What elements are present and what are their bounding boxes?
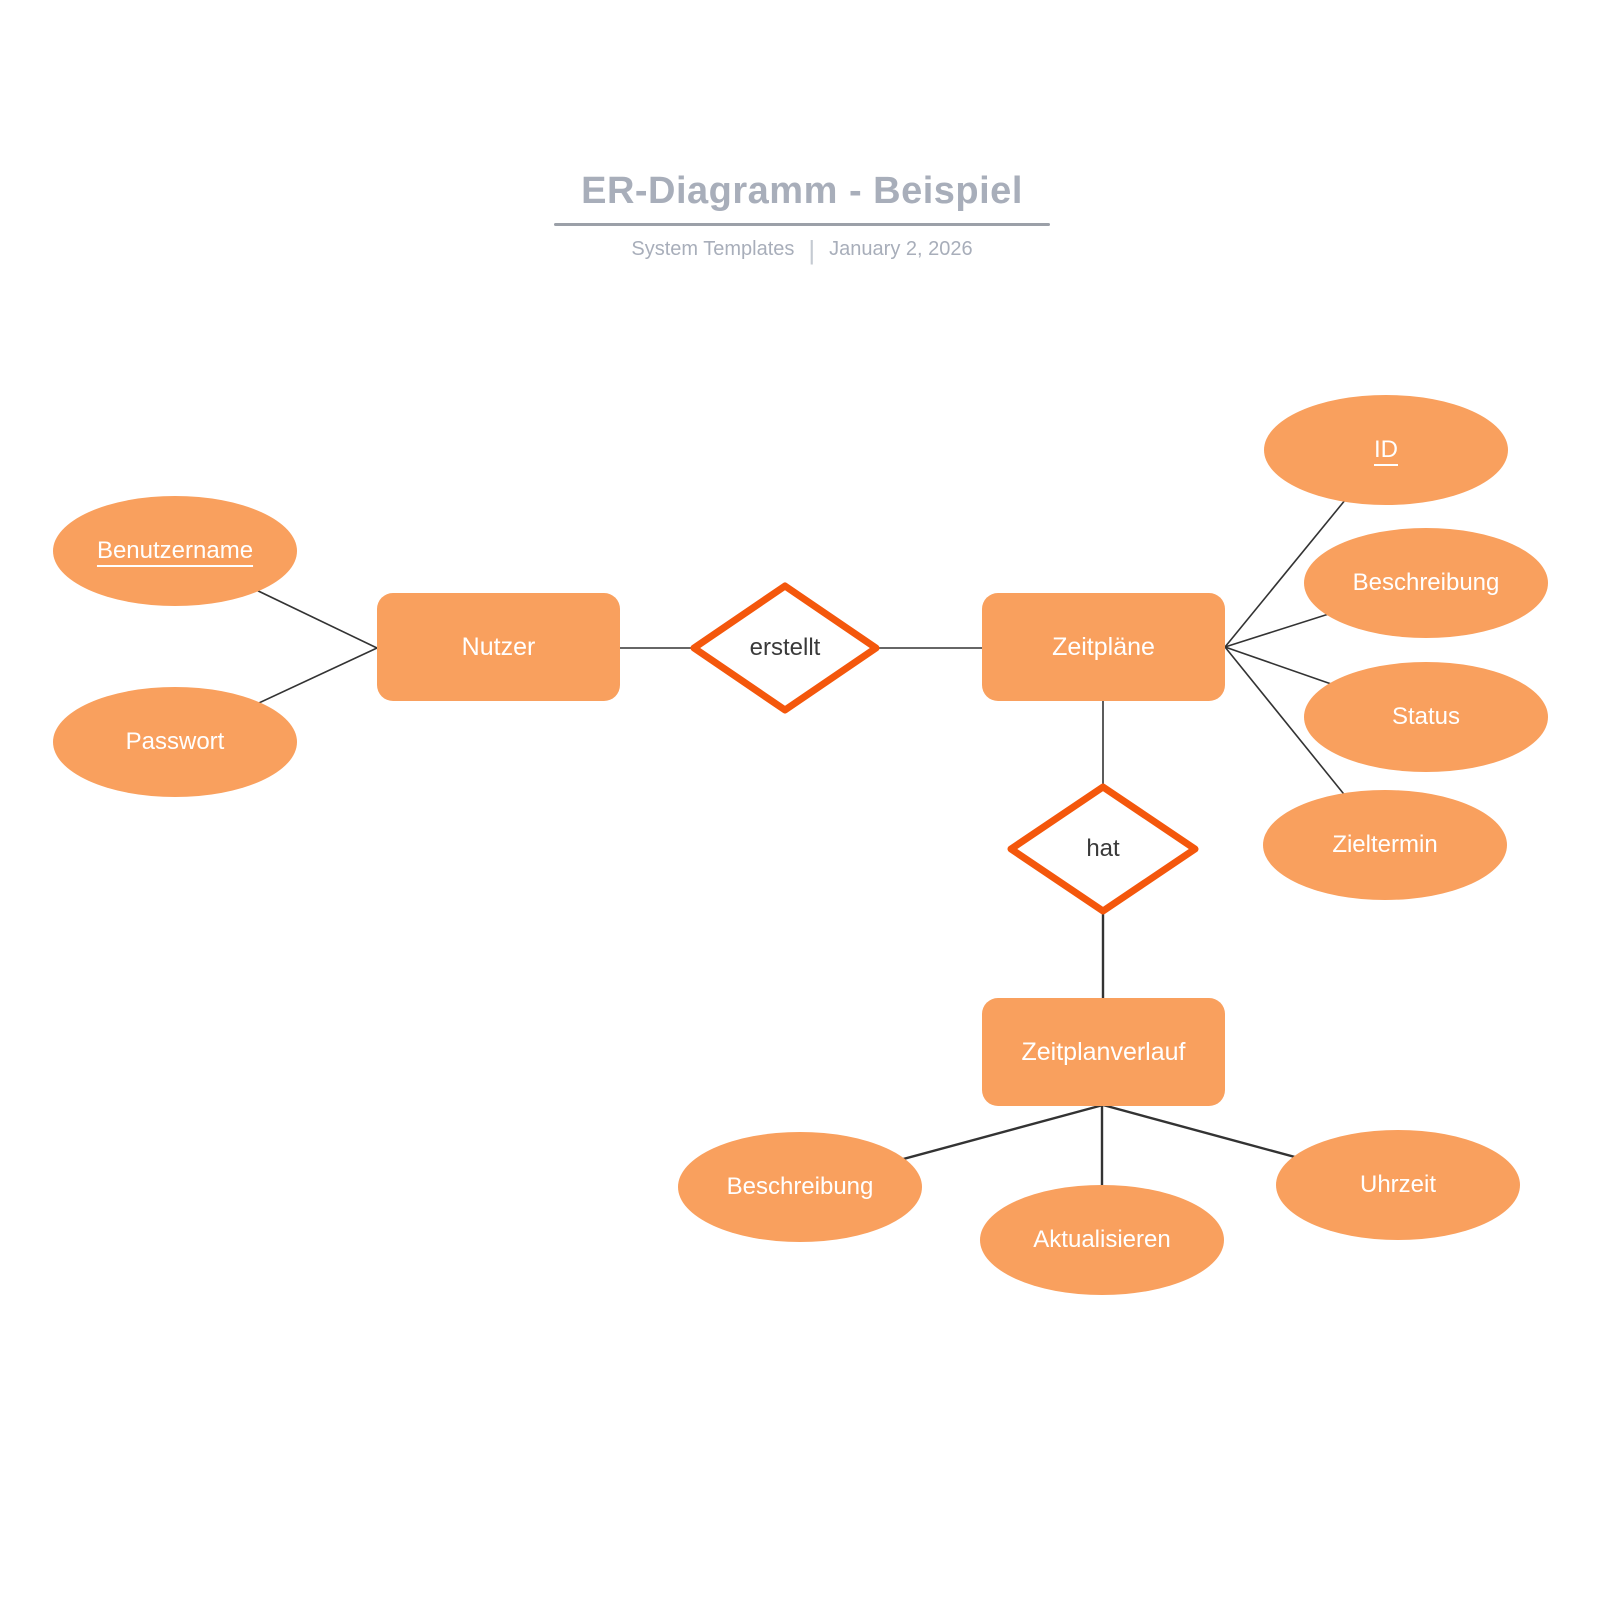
relationship-erstellt[interactable]: erstellt bbox=[688, 580, 882, 716]
document-meta: System Templates | January 2, 2026 bbox=[522, 234, 1082, 265]
entity-zeitplaene[interactable]: Zeitpläne bbox=[982, 593, 1225, 701]
attribute-label: Aktualisieren bbox=[1033, 1225, 1171, 1253]
attribute-label: Uhrzeit bbox=[1359, 1170, 1437, 1198]
attribute-label: Zieltermin bbox=[1332, 830, 1438, 858]
attribute-label: Status bbox=[1391, 702, 1461, 730]
entity-label: Zeitplanverlauf bbox=[1021, 1038, 1186, 1066]
relationship-label: erstellt bbox=[749, 634, 821, 661]
relationship-label: hat bbox=[1086, 835, 1120, 862]
diamond-shape bbox=[690, 582, 880, 714]
attribute-status[interactable]: Status bbox=[1304, 662, 1548, 772]
attribute-id[interactable]: ID bbox=[1264, 395, 1508, 505]
title-underline bbox=[554, 223, 1050, 226]
attribute-label: Beschreibung bbox=[1352, 568, 1500, 596]
doc-source: System Templates bbox=[631, 238, 795, 260]
attribute-label: Passwort bbox=[125, 727, 225, 755]
doc-date: January 2, 2026 bbox=[829, 238, 973, 260]
page-title: ER-Diagramm - Beispiel bbox=[581, 170, 1023, 212]
document-header: ER-Diagramm - Beispiel System Templates … bbox=[522, 170, 1082, 265]
attribute-label: Beschreibung bbox=[726, 1172, 874, 1200]
meta-divider: | bbox=[808, 234, 816, 265]
attribute-beschreibung-verlauf[interactable]: Beschreibung bbox=[678, 1132, 922, 1242]
relationship-hat[interactable]: hat bbox=[1005, 781, 1201, 917]
attribute-label: Benutzername bbox=[96, 536, 254, 564]
attribute-label: ID bbox=[1374, 435, 1398, 463]
attribute-aktualisieren[interactable]: Aktualisieren bbox=[980, 1185, 1224, 1295]
diamond-shape bbox=[1007, 783, 1199, 915]
attribute-passwort[interactable]: Passwort bbox=[53, 687, 297, 797]
attribute-beschreibung-zeitplaene[interactable]: Beschreibung bbox=[1304, 528, 1548, 638]
entity-nutzer[interactable]: Nutzer bbox=[377, 593, 620, 701]
entity-zeitplanverlauf[interactable]: Zeitplanverlauf bbox=[982, 998, 1225, 1106]
entity-label: Zeitpläne bbox=[1052, 633, 1155, 661]
entity-label: Nutzer bbox=[461, 633, 536, 661]
attribute-uhrzeit[interactable]: Uhrzeit bbox=[1276, 1130, 1520, 1240]
attribute-benutzername[interactable]: Benutzername bbox=[53, 496, 297, 606]
attribute-zieltermin[interactable]: Zieltermin bbox=[1263, 790, 1507, 900]
